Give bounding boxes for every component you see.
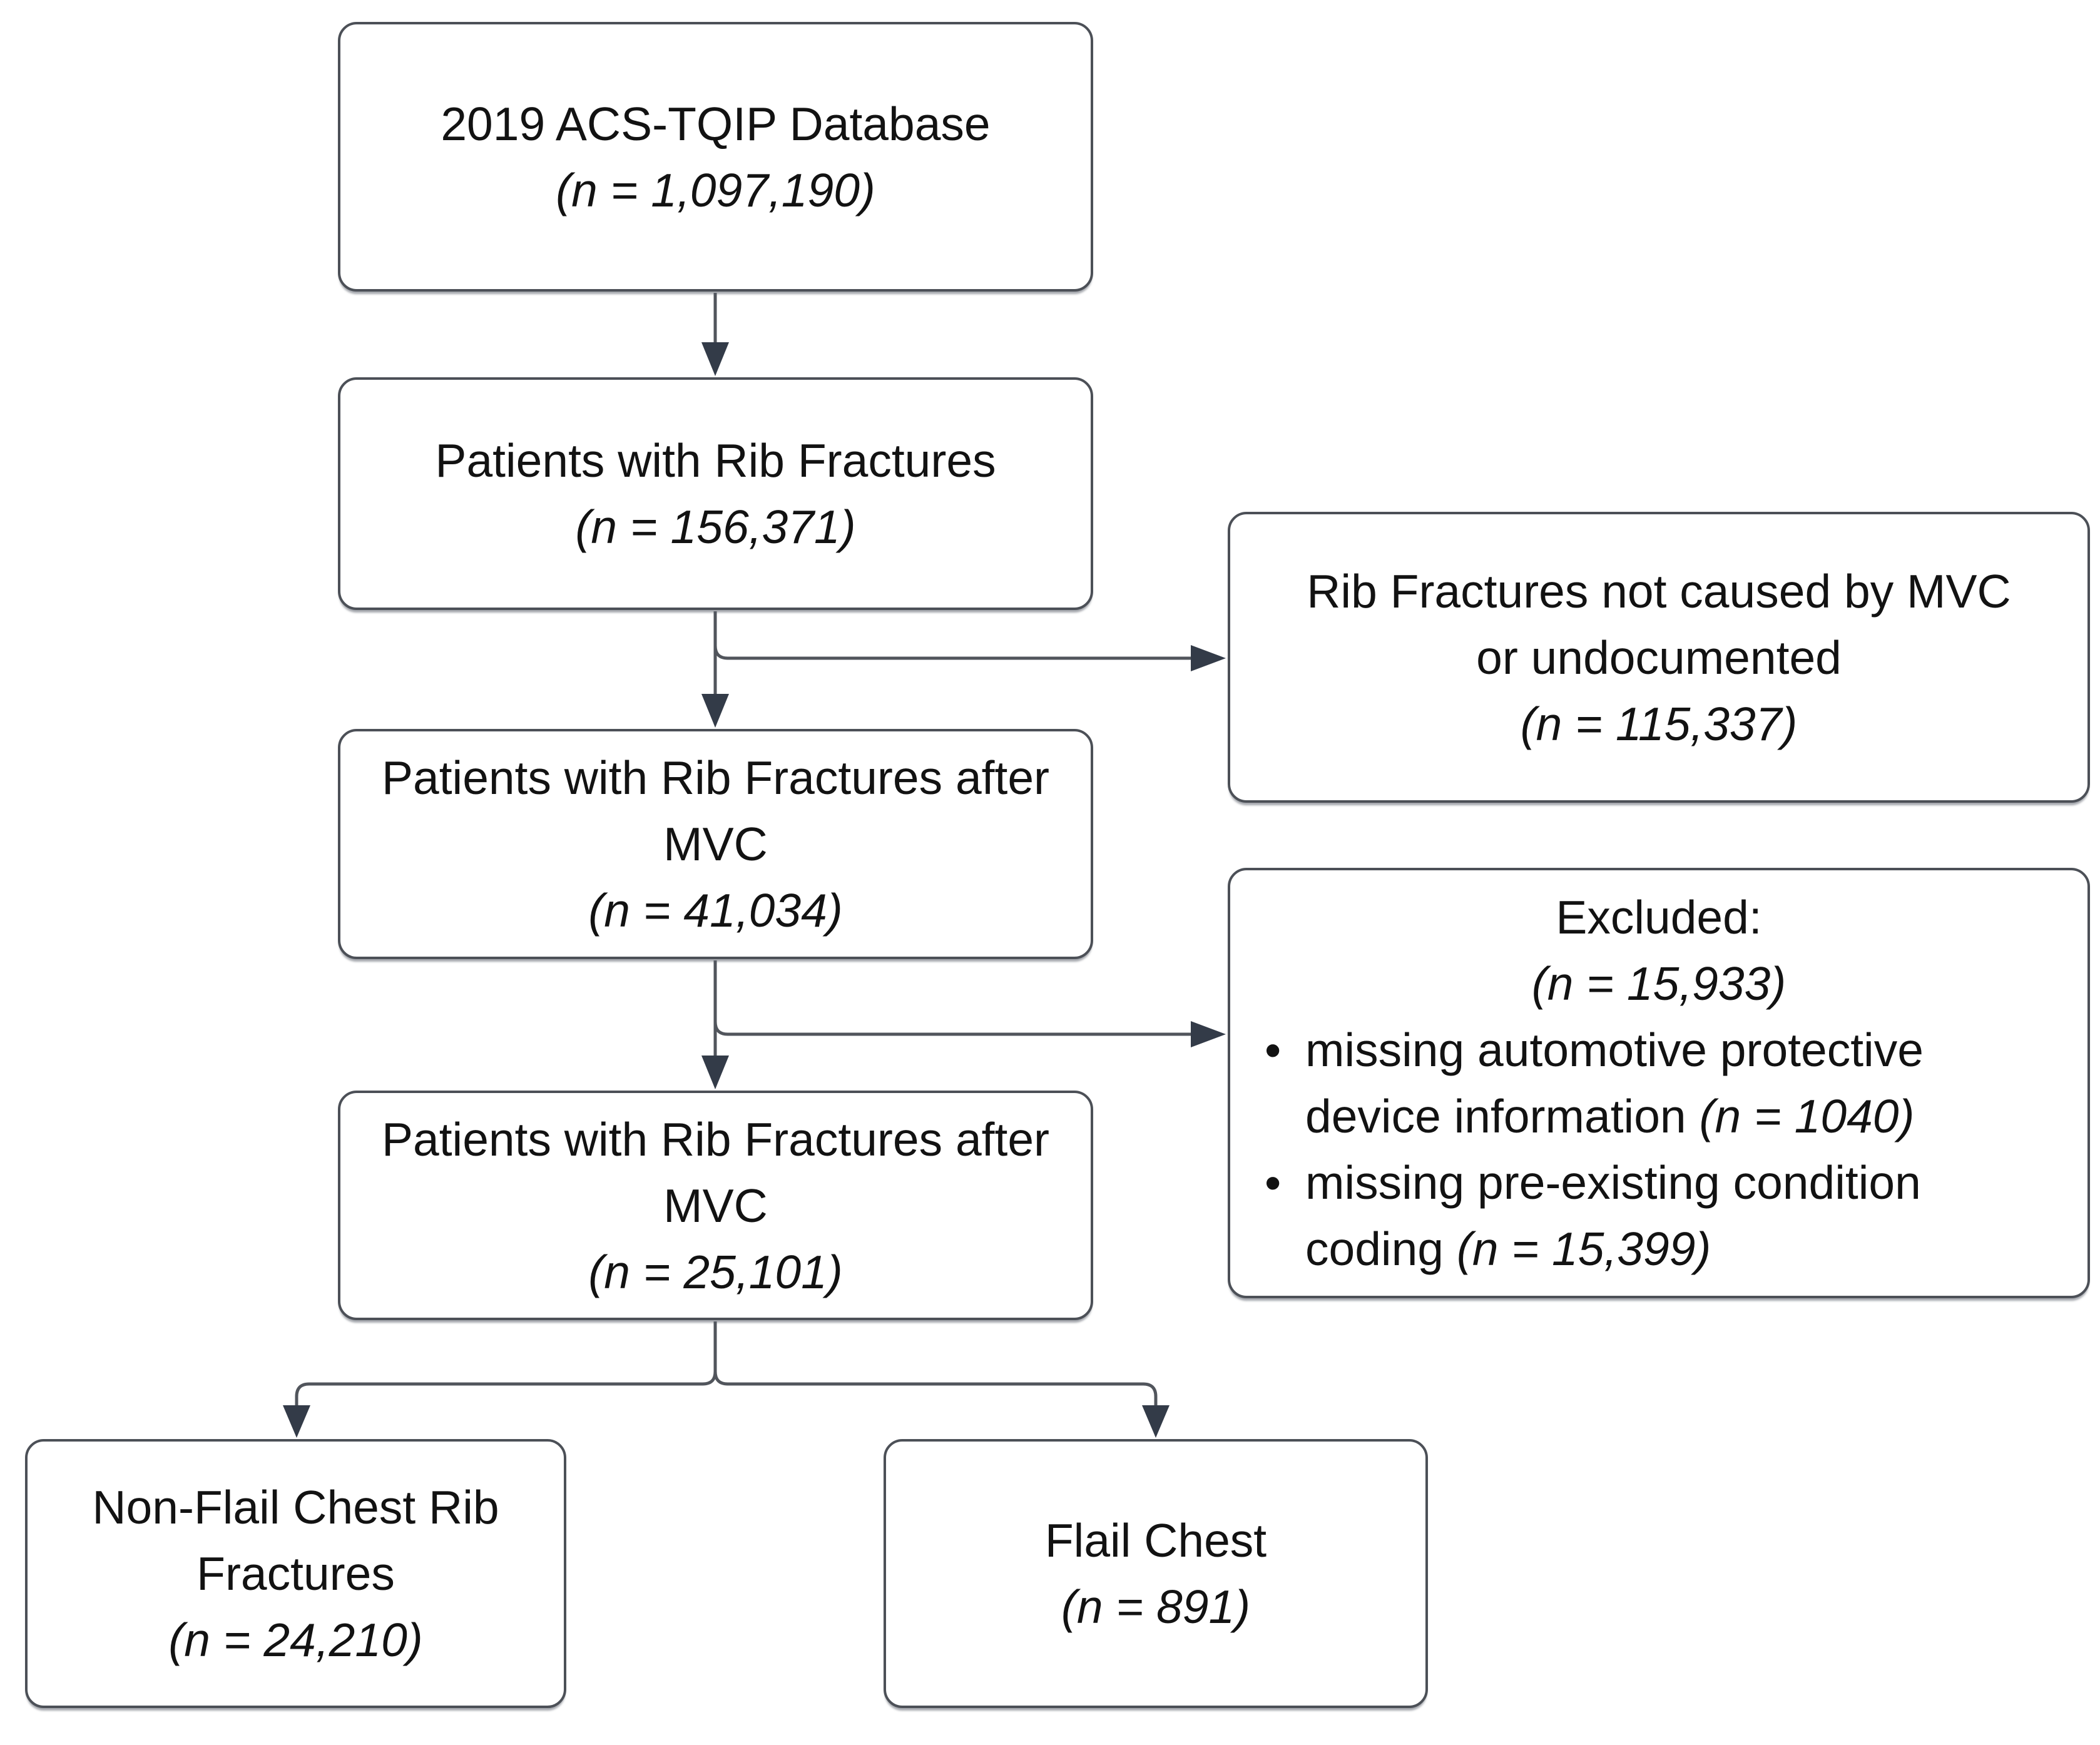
node-rib-fractures: Patients with Rib Fractures (n = 156,371…: [338, 377, 1093, 610]
connector-branch-not-mvc: [713, 645, 1191, 660]
arrowhead-down-final: [701, 1056, 729, 1089]
arrowhead-right-not-mvc: [1191, 645, 1226, 671]
node-rib-fractures-after-mvc-final-count: (n = 25,101): [588, 1245, 843, 1298]
node-rib-fractures-after-mvc-final: Patients with Rib Fractures after MVC (n…: [338, 1091, 1093, 1320]
connector-split-right: [713, 1371, 1158, 1407]
excluded-reason-item: • missing pre-existing condition coding …: [1265, 1149, 2053, 1282]
node-rib-fractures-after-mvc: Patients with Rib Fractures after MVC (n…: [338, 729, 1093, 959]
node-excluded: Excluded: (n = 15,933) • missing automot…: [1228, 868, 2090, 1298]
node-not-caused-by-mvc-title: Rib Fractures not caused by MVC or undoc…: [1307, 564, 2011, 684]
node-excluded-count: (n = 15,933): [1531, 957, 1787, 1010]
excluded-reason-text: missing pre-existing condition coding (n…: [1305, 1156, 1921, 1275]
bullet-icon: •: [1265, 1156, 1282, 1209]
excluded-reason-list: • missing automotive protective device i…: [1265, 1017, 2053, 1282]
arrowhead-down-ribfx: [701, 342, 729, 376]
node-flail-chest: Flail Chest (n = 891): [884, 1439, 1428, 1708]
node-rib-fractures-after-mvc-final-title: Patients with Rib Fractures after MVC: [381, 1112, 1050, 1232]
bullet-icon: •: [1265, 1024, 1282, 1076]
node-not-caused-by-mvc-count: (n = 115,337): [1520, 697, 1798, 750]
arrowhead-right-excluded: [1191, 1021, 1226, 1047]
node-non-flail-chest-title: Non-Flail Chest Rib Fractures: [92, 1481, 499, 1600]
node-excluded-title: Excluded:: [1556, 891, 1762, 944]
node-non-flail-chest: Non-Flail Chest Rib Fractures (n = 24,21…: [25, 1439, 566, 1708]
arrowhead-down-mvc: [701, 694, 729, 728]
connector-split-left: [295, 1371, 717, 1407]
node-rib-fractures-count: (n = 156,371): [575, 501, 856, 553]
connector-branch-excluded: [713, 1021, 1191, 1036]
node-non-flail-chest-count: (n = 24,210): [168, 1614, 423, 1666]
node-not-caused-by-mvc: Rib Fractures not caused by MVC or undoc…: [1228, 512, 2090, 803]
arrowhead-down-nonflail: [283, 1405, 310, 1438]
node-rib-fractures-after-mvc-title: Patients with Rib Fractures after MVC: [381, 751, 1050, 870]
excluded-reason-text: missing automotive protective device inf…: [1305, 1024, 1924, 1142]
excluded-reason-item: • missing automotive protective device i…: [1265, 1017, 2053, 1149]
node-rib-fractures-title: Patients with Rib Fractures: [435, 434, 996, 487]
node-flail-chest-title: Flail Chest: [1044, 1514, 1267, 1567]
node-database-title: 2019 ACS-TQIP Database: [441, 97, 991, 150]
node-database: 2019 ACS-TQIP Database (n = 1,097,190): [338, 22, 1093, 292]
node-database-count: (n = 1,097,190): [556, 163, 875, 216]
arrowhead-down-flail: [1142, 1405, 1170, 1438]
node-flail-chest-count: (n = 891): [1061, 1580, 1251, 1633]
node-rib-fractures-after-mvc-count: (n = 41,034): [588, 884, 843, 937]
